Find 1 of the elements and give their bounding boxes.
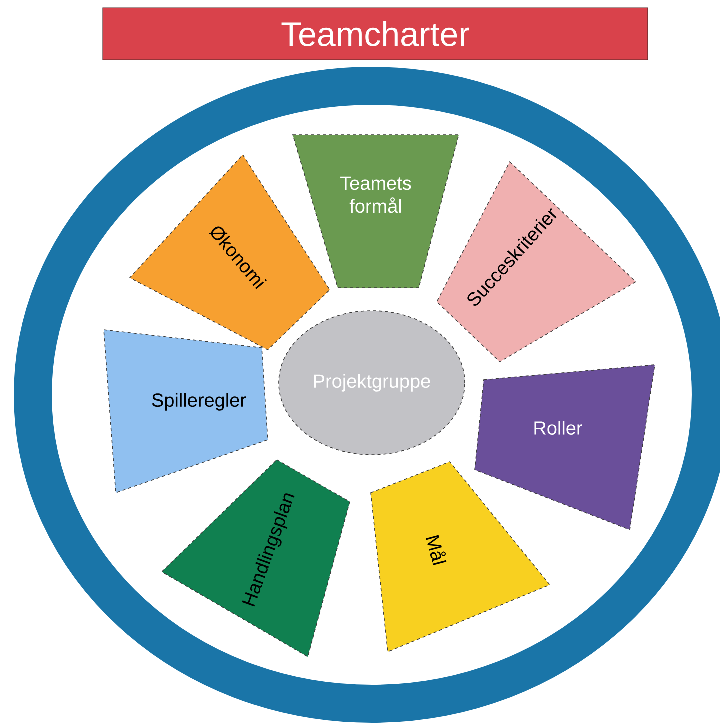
title-banner: Teamcharter xyxy=(102,8,648,60)
